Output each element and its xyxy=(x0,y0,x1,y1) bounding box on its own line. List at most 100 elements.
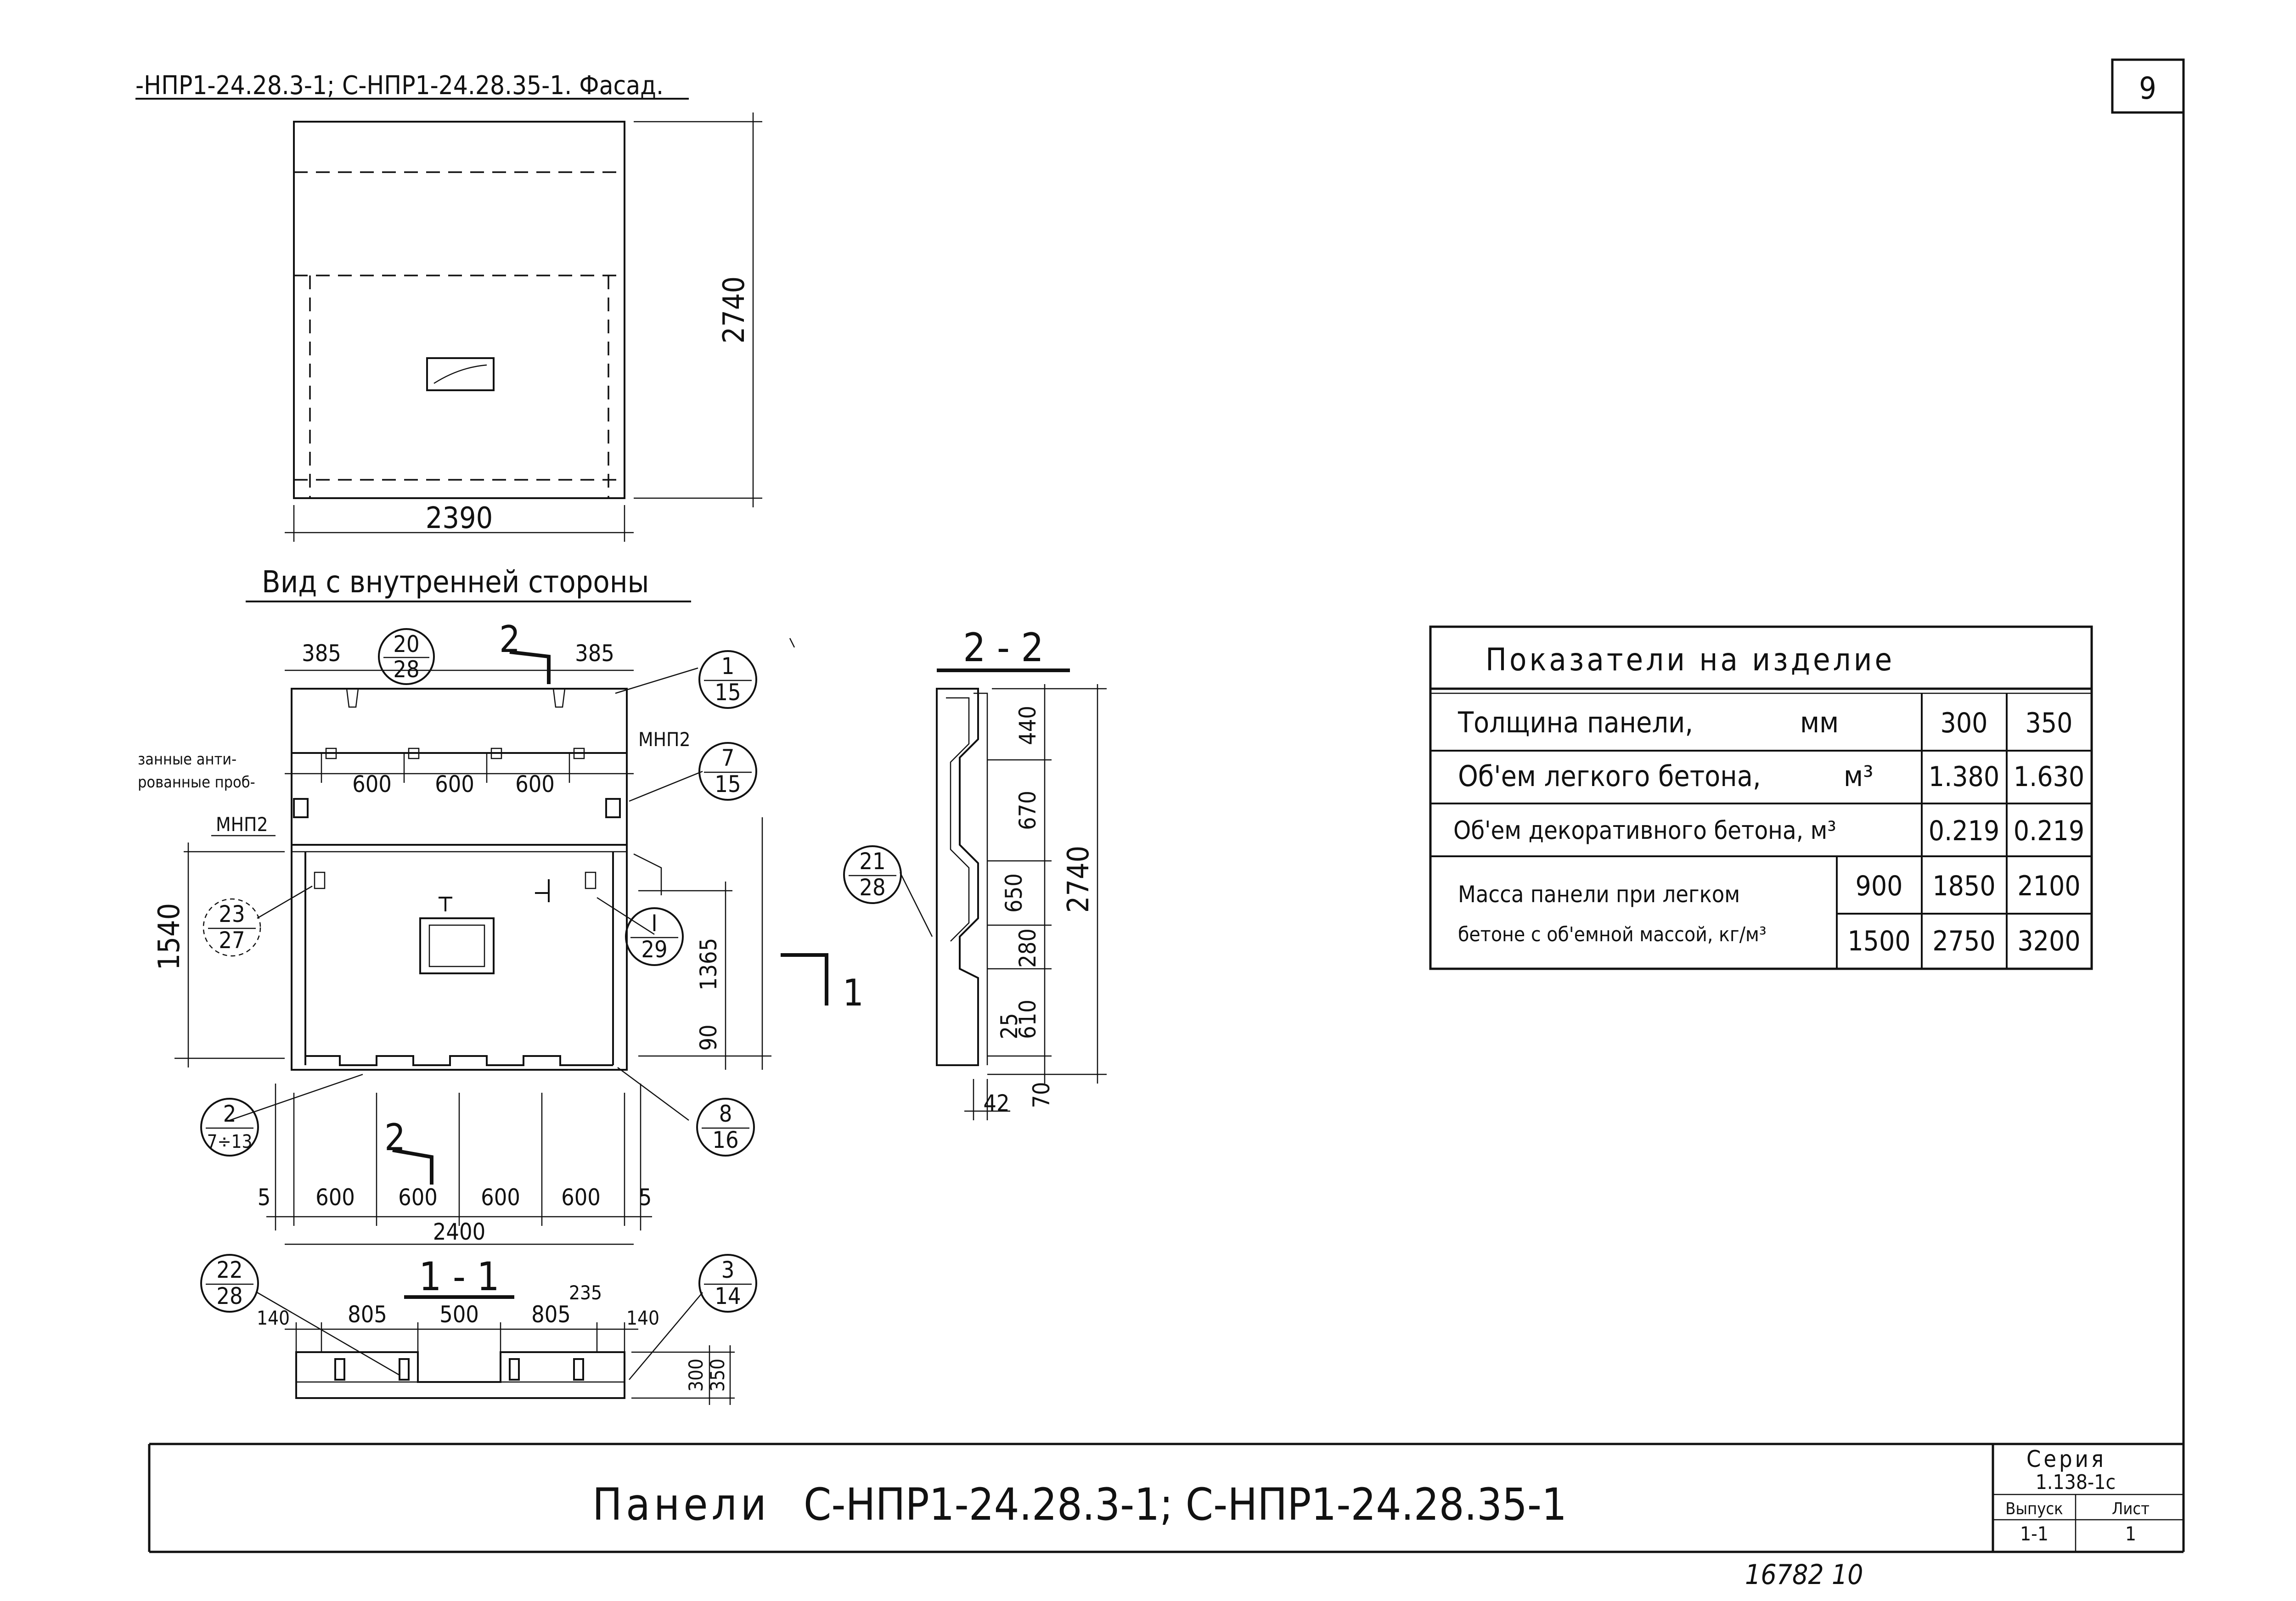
section-mark-1: 1 xyxy=(843,972,864,1014)
facade-height-dim: 2740 xyxy=(717,276,751,344)
mass-density-1500: 1500 xyxy=(1847,925,1910,957)
section-2-2-drawing xyxy=(936,684,1107,1120)
section-mark-2-top: 2 xyxy=(499,618,520,661)
s11-dim-350: 350 xyxy=(706,1359,729,1392)
inventory-number: 16782 10 xyxy=(1745,1559,1863,1591)
s22-dim-280: 280 xyxy=(1014,928,1041,968)
row-thickness-v1: 300 xyxy=(1940,707,1987,739)
label-mnp2-right: МНП2 xyxy=(638,728,691,751)
callout-7-15: 7 15 xyxy=(698,742,757,801)
inner-view-title: Вид с внутренней стороны xyxy=(262,564,649,600)
note-left-2: рованные проб- xyxy=(138,773,255,792)
callout-22-28: 22 28 xyxy=(200,1254,259,1313)
issue-value: 1-1 xyxy=(2020,1522,2048,1545)
callout-I-29: I 29 xyxy=(625,907,684,966)
s22-dim-70: 70 xyxy=(1028,1082,1055,1108)
svg-text:23: 23 xyxy=(219,901,245,927)
label-mnp2-left: МНП2 xyxy=(216,813,268,836)
callout-20-28: 20 28 xyxy=(378,628,435,685)
dim-bottom-1: 5 xyxy=(258,1184,271,1211)
callout-21-28: 21 28 xyxy=(843,845,902,904)
s11-dim-300: 300 xyxy=(685,1359,707,1392)
dim-top-right: 385 xyxy=(575,640,614,667)
svg-text:14: 14 xyxy=(715,1283,741,1309)
row-thickness-unit: мм xyxy=(1800,706,1839,739)
svg-text:27: 27 xyxy=(219,927,245,954)
dim-spacing-1: 600 xyxy=(352,771,392,798)
s22-dim-total: 2740 xyxy=(1062,846,1096,913)
section-1-1-title: 1 - 1 xyxy=(419,1254,500,1300)
dim-bottom-6: 5 xyxy=(639,1184,652,1211)
svg-text:28: 28 xyxy=(216,1283,242,1309)
callout-3-14: 3 14 xyxy=(698,1254,757,1313)
table-title: Показатели на изделие xyxy=(1486,642,1895,678)
s22-dim-610: 610 xyxy=(1014,1000,1041,1039)
s22-dim-440: 440 xyxy=(1014,706,1041,745)
svg-text:29: 29 xyxy=(641,936,667,963)
callout-8-16: 8 16 xyxy=(696,1098,755,1157)
mass-label-1: Масса панели при легком xyxy=(1458,881,1740,908)
svg-text:22: 22 xyxy=(216,1257,242,1283)
row-decor-concrete-label: Об'ем декоративного бетона, м³ xyxy=(1453,816,1836,845)
s11-dim-805-left: 805 xyxy=(348,1301,387,1328)
callout-1-15: 1 15 xyxy=(698,650,757,709)
issue-label: Выпуск xyxy=(2005,1500,2063,1518)
s22-dim-650: 650 xyxy=(1001,873,1027,913)
s11-dim-235: 235 xyxy=(569,1281,602,1304)
dim-height-right: 1365 xyxy=(695,938,722,990)
svg-text:20: 20 xyxy=(393,631,419,657)
sheet-value: 1 xyxy=(2125,1522,2136,1545)
dim-height-left: 1540 xyxy=(152,903,186,971)
title-block-name-word: Панели xyxy=(592,1479,770,1530)
s22-dim-42: 42 xyxy=(983,1090,1009,1117)
mass-density-900: 900 xyxy=(1855,870,1902,902)
indicators-table xyxy=(1429,625,2093,970)
dim-bottom-2: 600 xyxy=(315,1184,355,1211)
s11-dim-140-left: 140 xyxy=(257,1307,290,1329)
svg-text:7: 7 xyxy=(721,745,735,771)
svg-text:1: 1 xyxy=(721,653,735,680)
callout-2-7-13: 2 7÷13 xyxy=(200,1098,259,1157)
s22-dim-25: 25 xyxy=(996,1013,1023,1039)
dim-height-right-90: 90 xyxy=(695,1024,722,1050)
svg-text:15: 15 xyxy=(715,679,741,706)
dim-total-bottom: 2400 xyxy=(433,1219,485,1245)
sheet-label: Лист xyxy=(2112,1500,2150,1518)
facade-width-dim: 2390 xyxy=(426,501,493,535)
facade-window xyxy=(426,357,495,391)
row-decor-concrete-v2: 0.219 xyxy=(2014,815,2084,847)
header-title: -НПР1-24.28.3-1; С-НПР1-24.28.35-1. Фаса… xyxy=(135,71,664,101)
s11-dim-140-right: 140 xyxy=(626,1307,659,1329)
series-value: 1.138-1с xyxy=(2036,1471,2116,1494)
svg-text:28: 28 xyxy=(393,656,419,683)
dim-bottom-4: 600 xyxy=(481,1184,520,1211)
svg-text:I: I xyxy=(651,910,657,937)
dim-spacing-2: 600 xyxy=(435,771,474,798)
mass-1500-v2: 3200 xyxy=(2017,925,2080,957)
row-light-concrete-label: Об'ем легкого бетона, xyxy=(1458,759,1761,793)
dim-top-left: 385 xyxy=(302,640,341,667)
svg-text:16: 16 xyxy=(712,1127,738,1153)
callout-23-27: 23 27 xyxy=(203,898,261,957)
inner-view xyxy=(174,638,795,1245)
row-light-concrete-v2: 1.630 xyxy=(2014,761,2084,793)
sheet-number: 9 xyxy=(2139,71,2156,106)
dim-bottom-3: 600 xyxy=(398,1184,438,1211)
note-left-1: занные анти- xyxy=(138,750,236,769)
row-thickness-label: Толщина панели, xyxy=(1458,706,1693,739)
facade-view xyxy=(285,112,762,542)
svg-text:15: 15 xyxy=(715,771,741,798)
s22-dim-670: 670 xyxy=(1014,791,1041,830)
section-1-1-drawing xyxy=(285,1322,735,1405)
section-2-2-title: 2 - 2 xyxy=(963,625,1044,671)
sheet-frame xyxy=(148,58,2185,1553)
inner-window xyxy=(419,917,495,974)
title-block-name-codes: С-НПР1-24.28.3-1; С-НПР1-24.28.35-1 xyxy=(804,1479,1567,1530)
mass-1500-v1: 2750 xyxy=(1932,925,1995,957)
mass-900-v2: 2100 xyxy=(2017,870,2080,902)
svg-text:3: 3 xyxy=(721,1257,735,1283)
series-label: Серия xyxy=(2026,1446,2106,1472)
mass-900-v1: 1850 xyxy=(1932,870,1995,902)
dim-bottom-5: 600 xyxy=(561,1184,601,1211)
